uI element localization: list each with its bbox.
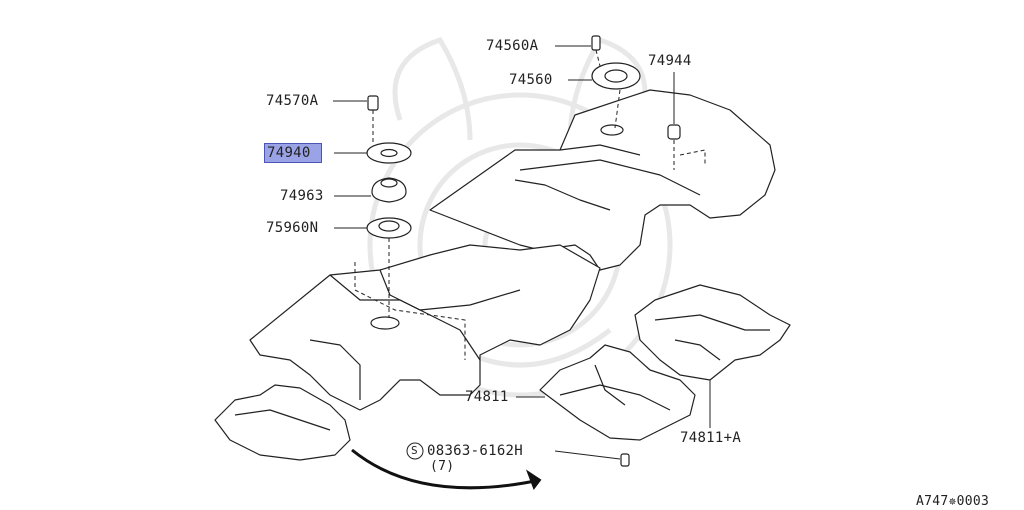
under-cover-74811a	[634, 284, 791, 381]
part-label-74570a[interactable]: 74570A	[266, 93, 319, 109]
part-label-74811a[interactable]: 74811+A	[680, 430, 742, 446]
part-label-74560a[interactable]: 74560A	[486, 38, 539, 54]
part-label-74811[interactable]: 74811	[465, 389, 509, 405]
part-label-74944[interactable]: 74944	[648, 53, 692, 69]
diagram-code: A747✵0003	[916, 494, 990, 509]
part-label-74963[interactable]: 74963	[280, 188, 324, 204]
insulator-74963	[371, 177, 407, 203]
front-floor-panel	[249, 244, 601, 411]
fastener-quantity: (7)	[430, 459, 455, 474]
part-label-75960n[interactable]: 75960N	[266, 220, 319, 236]
part-label-74560[interactable]: 74560	[509, 72, 553, 88]
direction-arrow	[351, 448, 541, 490]
part-label-74940[interactable]: 74940	[264, 143, 322, 163]
clip-74944	[667, 124, 681, 140]
bolt-74560a	[591, 35, 601, 51]
fastener-symbol: S	[411, 444, 418, 457]
bolt-74570a	[367, 95, 379, 111]
front-heat-shield	[214, 384, 351, 461]
fastener-symbol-circle	[406, 442, 424, 460]
rear-floor-panel	[429, 89, 776, 271]
part-label-fastener[interactable]: 08363-6162H	[427, 443, 524, 459]
under-cover-74811	[539, 344, 696, 441]
